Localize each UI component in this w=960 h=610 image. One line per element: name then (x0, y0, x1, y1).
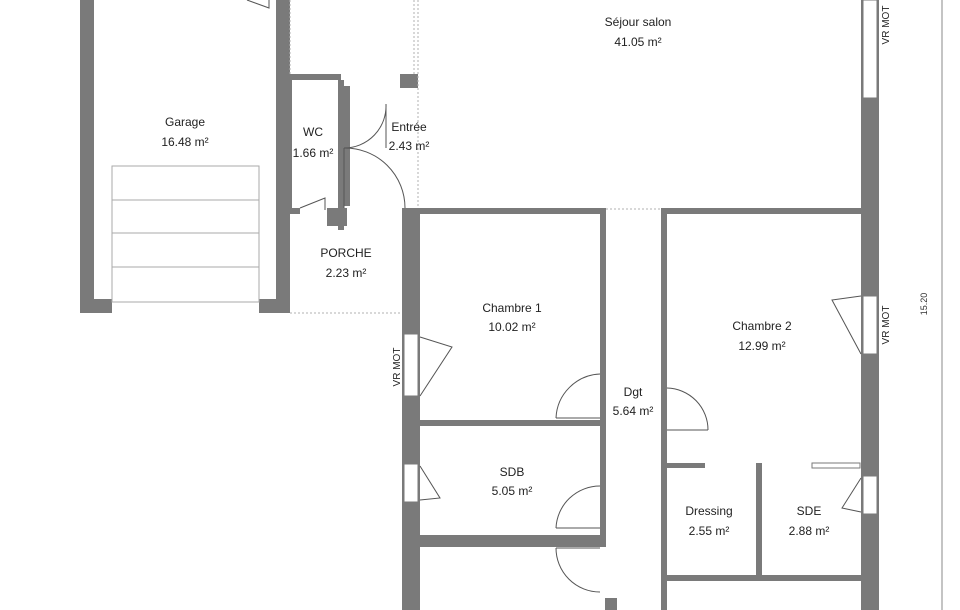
room-name: WC (303, 125, 323, 139)
dotted-separations (289, 0, 661, 314)
walls (80, 0, 879, 610)
room-wc: WC 1.66 m² (293, 125, 334, 160)
room-area: 2.88 m² (789, 524, 830, 538)
room-porche: PORCHE 2.23 m² (320, 246, 371, 280)
room-area: 2.43 m² (389, 139, 430, 153)
vr-mot-label: VR MOT (392, 348, 403, 387)
room-area: 16.48 m² (161, 135, 208, 149)
room-name: Garage (165, 115, 205, 129)
room-entree: Entrée 2.43 m² (389, 120, 430, 153)
room-chambre1: Chambre 1 10.02 m² (482, 301, 542, 334)
room-area: 5.64 m² (613, 404, 654, 418)
room-name: Dgt (624, 385, 643, 399)
window-openings (403, 0, 878, 515)
room-name: Séjour salon (605, 15, 672, 29)
vr-mot-label: VR MOT (881, 6, 892, 45)
room-area: 5.05 m² (492, 484, 533, 498)
room-name: Chambre 1 (482, 301, 542, 315)
vr-mot-label: VR MOT (881, 306, 892, 345)
room-sejour: Séjour salon 41.05 m² (605, 15, 672, 49)
room-dgt: Dgt 5.64 m² (613, 385, 654, 418)
room-area: 1.66 m² (293, 146, 334, 160)
room-name: Dressing (685, 504, 732, 518)
room-area: 12.99 m² (738, 339, 785, 353)
room-sdb: SDB 5.05 m² (492, 465, 533, 498)
room-garage: Garage 16.48 m² (161, 115, 208, 149)
room-area: 10.02 m² (488, 320, 535, 334)
room-name: SDB (500, 465, 525, 479)
room-area: 2.23 m² (326, 266, 367, 280)
room-sde: SDE 2.88 m² (789, 504, 830, 538)
garage-door (111, 165, 260, 303)
dimension-label: 15.20 (919, 293, 929, 316)
room-area: 41.05 m² (614, 35, 661, 49)
room-name: Chambre 2 (732, 319, 792, 333)
room-name: Entrée (391, 120, 427, 134)
room-dressing: Dressing 2.55 m² (685, 504, 732, 538)
room-area: 2.55 m² (689, 524, 730, 538)
room-name: SDE (797, 504, 822, 518)
door-swings (246, 0, 862, 593)
room-name: PORCHE (320, 246, 371, 260)
room-chambre2: Chambre 2 12.99 m² (732, 319, 792, 353)
